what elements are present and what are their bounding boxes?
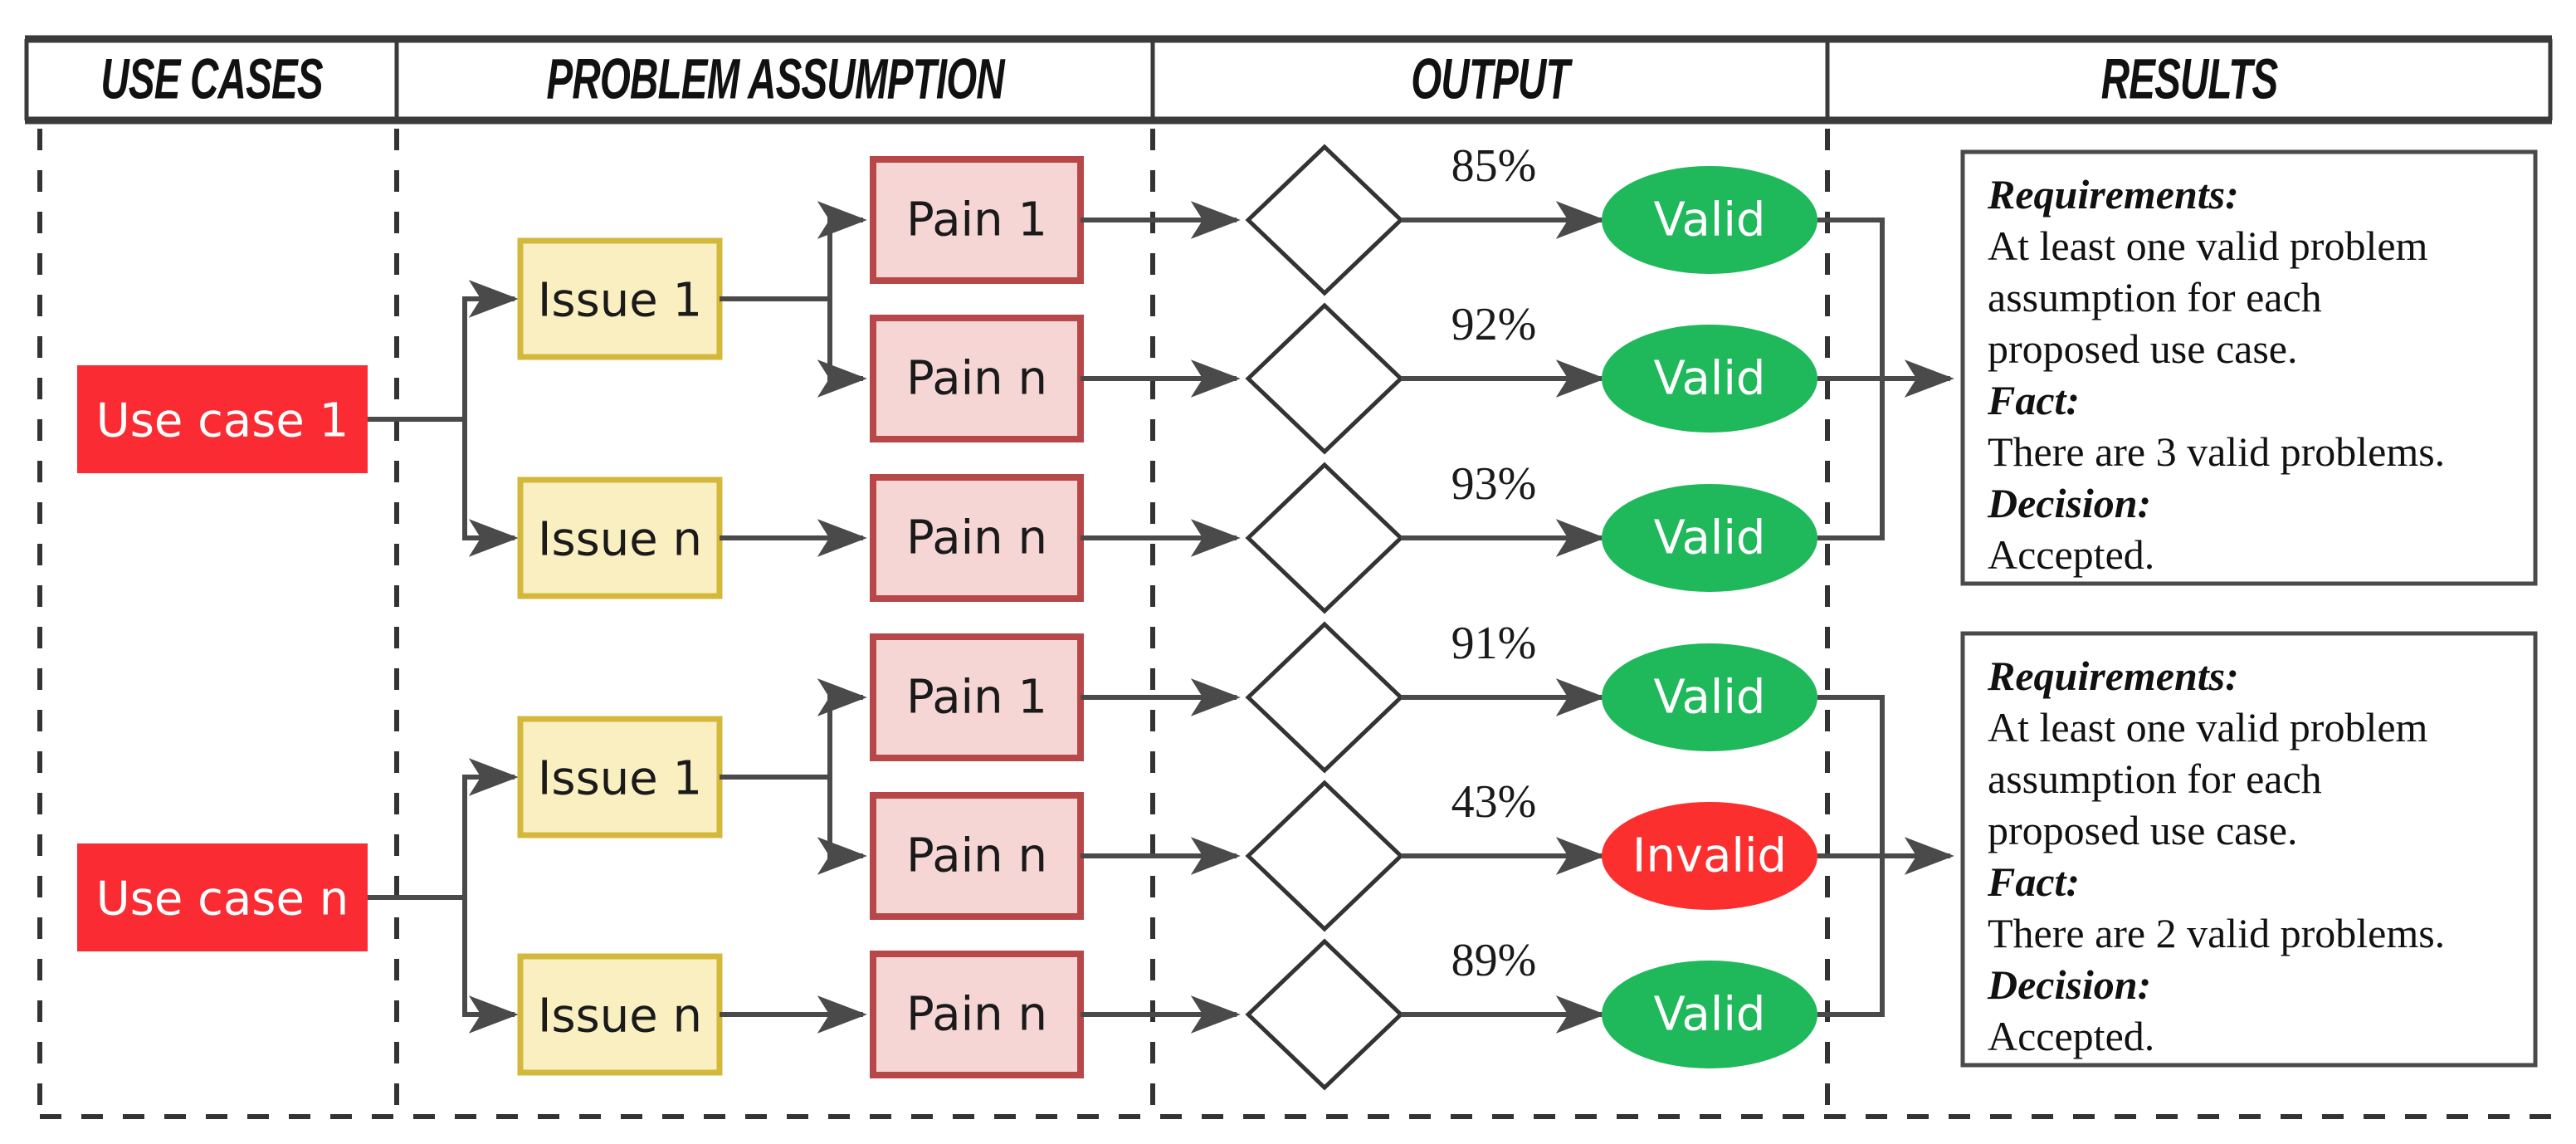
- pain-box[interactable]: [870, 633, 1084, 761]
- pain-box[interactable]: [870, 315, 1084, 442]
- pain-box[interactable]: [870, 156, 1084, 284]
- pain-label: Pain n: [906, 988, 1047, 1042]
- use-case-label: Use case 1: [96, 394, 349, 448]
- issue-label: Issue 1: [538, 752, 702, 806]
- verdict-label: Valid: [1654, 988, 1766, 1042]
- pain-label: Pain n: [906, 829, 1047, 883]
- verdict-badge[interactable]: [1602, 484, 1817, 592]
- column-header-results: RESULTS: [2101, 48, 2278, 110]
- verdict-badge[interactable]: [1602, 802, 1817, 910]
- confidence-label: 91%: [1451, 618, 1537, 669]
- decision-diamond[interactable]: [1245, 302, 1404, 455]
- result-line: There are 3 valid problems.: [1988, 428, 2445, 475]
- pain-box[interactable]: [870, 951, 1084, 1078]
- column-dividers: [37, 129, 2552, 1119]
- result-line: proposed use case.: [1988, 325, 2298, 372]
- result-line: assumption for each: [1988, 274, 2322, 320]
- use-case-label: Use case n: [96, 873, 349, 926]
- use-case-n-group: Use case n Issue 1 Issue n Pain 1 Pai: [77, 618, 2538, 1091]
- result-line: Decision:: [1987, 480, 2151, 526]
- verdict-label: Invalid: [1632, 829, 1787, 883]
- result-line: Requirements:: [1987, 653, 2239, 699]
- pain-label: Pain 1: [906, 671, 1047, 725]
- issue-label: Issue n: [538, 513, 702, 567]
- decision-diamond[interactable]: [1245, 938, 1404, 1091]
- issue-label: Issue n: [538, 990, 702, 1044]
- result-line: Fact:: [1987, 377, 2080, 423]
- result-line: At least one valid problem: [1988, 704, 2428, 750]
- result-line: Fact:: [1987, 858, 2080, 905]
- result-text: Requirements: At least one valid problem…: [1987, 653, 2445, 1059]
- issue-box[interactable]: [517, 716, 723, 838]
- verdict-badge[interactable]: [1602, 643, 1817, 751]
- verdict-label: Valid: [1654, 671, 1766, 725]
- issue-to-pain-connector: [720, 678, 867, 875]
- issue-box[interactable]: [517, 477, 723, 599]
- issue-box[interactable]: [517, 953, 723, 1076]
- confidence-label: 85%: [1451, 140, 1537, 192]
- use-case-box[interactable]: [77, 365, 368, 473]
- verdict-badge[interactable]: [1602, 961, 1817, 1068]
- confidence-label: 89%: [1451, 935, 1537, 986]
- pain-label: Pain n: [906, 352, 1047, 406]
- column-header-output: OUTPUT: [1411, 48, 1573, 110]
- result-line: Accepted.: [1988, 531, 2154, 578]
- verdict-label: Valid: [1654, 193, 1766, 247]
- confidence-label: 43%: [1451, 776, 1537, 828]
- pain-label: Pain 1: [906, 193, 1047, 247]
- result-line: proposed use case.: [1988, 807, 2298, 853]
- verdict-label: Valid: [1654, 352, 1766, 406]
- decision-diamond[interactable]: [1245, 462, 1404, 614]
- result-line: There are 2 valid problems.: [1988, 910, 2445, 956]
- decision-diamond[interactable]: [1245, 780, 1404, 932]
- verdict-badge[interactable]: [1602, 325, 1817, 433]
- pain-box[interactable]: [870, 474, 1084, 602]
- issue-to-pain-connector: [720, 201, 867, 398]
- use-case-to-issues-connector: [368, 758, 519, 1034]
- result-line: assumption for each: [1988, 755, 2322, 802]
- verdict-to-result-connector: [1817, 218, 1954, 540]
- result-line: At least one valid problem: [1988, 222, 2428, 269]
- confidence-label: 93%: [1451, 458, 1537, 510]
- verdict-badge[interactable]: [1602, 166, 1817, 274]
- pain-label: Pain n: [906, 511, 1047, 565]
- header-band: USE CASES PROBLEM ASSUMPTION OUTPUT RESU…: [24, 35, 2553, 125]
- result-text: Requirements: At least one valid problem…: [1987, 171, 2445, 578]
- result-box[interactable]: [1960, 149, 2538, 586]
- issue-label: Issue 1: [538, 274, 702, 328]
- decision-diamond[interactable]: [1245, 144, 1404, 296]
- use-case-1-group: Use case 1 Issue 1 Issue n: [77, 140, 2538, 614]
- result-line: Decision:: [1987, 961, 2151, 1008]
- column-header-use-cases: USE CASES: [100, 48, 323, 110]
- use-case-to-issues-connector: [368, 280, 519, 557]
- confidence-label: 92%: [1451, 299, 1537, 350]
- decision-diamond[interactable]: [1245, 621, 1404, 774]
- verdict-to-result-connector: [1817, 695, 1954, 1017]
- issue-box[interactable]: [517, 237, 723, 360]
- use-case-box[interactable]: [77, 843, 368, 951]
- result-line: Accepted.: [1988, 1013, 2154, 1059]
- result-line: Requirements:: [1987, 171, 2239, 218]
- column-header-problem-assumption: PROBLEM ASSUMPTION: [546, 48, 1005, 110]
- result-box[interactable]: [1960, 631, 2538, 1068]
- verdict-label: Valid: [1654, 511, 1766, 565]
